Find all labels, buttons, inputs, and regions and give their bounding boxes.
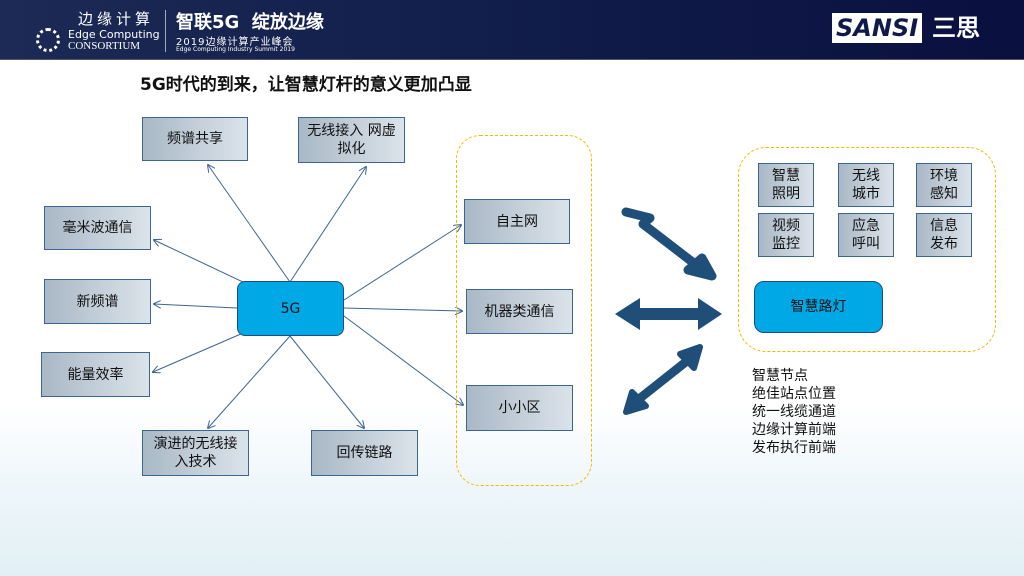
gear-logo-icon	[36, 28, 60, 52]
feature-item: 统一线缆通道	[752, 404, 836, 420]
middle-group	[456, 135, 592, 486]
node-mmwave: 毫米波通信	[44, 206, 151, 250]
node-self-organizing: 自主网	[464, 199, 570, 244]
line-to-selforg	[343, 225, 461, 301]
line-to-virtualization	[289, 167, 366, 283]
node-env-sensing: 环境感知	[916, 163, 972, 207]
node-smart-streetlight: 智慧路灯	[754, 281, 883, 333]
feature-list: 智慧节点 绝佳站点位置 统一线缆通道 边缘计算前端 发布执行前端	[752, 367, 836, 457]
node-new-spectrum: 新频谱	[44, 279, 151, 324]
node-energy-efficiency: 能量效率	[41, 352, 150, 397]
summit-title-en: Edge Computing Industry Summit 2019	[176, 46, 295, 53]
summit-title: 2019边缘计算产业峰会	[176, 37, 294, 48]
page-title: 5G时代的到来，让智慧灯杆的意义更加凸显	[140, 75, 472, 95]
line-to-smallcell	[343, 315, 463, 405]
node-info-publish: 信息发布	[916, 213, 972, 257]
line-to-backhaul	[289, 335, 364, 428]
brand-logo: SANSI	[832, 13, 923, 43]
node-5g: 5G	[237, 281, 344, 336]
double-arrow-middle	[615, 298, 722, 330]
node-network-virtualization: 无线接入 网虚拟化	[298, 117, 405, 163]
slogan: 智联5G 绽放边缘	[176, 12, 324, 33]
divider	[165, 10, 166, 52]
line-to-evolved	[208, 335, 291, 428]
line-to-energy	[153, 329, 251, 372]
feature-item: 绝佳站点位置	[752, 386, 836, 402]
logo-en: Edge Computing	[68, 28, 160, 41]
logo-en2: CONSORTIUM	[68, 40, 141, 52]
node-smart-lighting: 智慧照明	[758, 163, 814, 207]
line-to-mtc	[343, 308, 462, 311]
node-spectrum-sharing: 频谱共享	[142, 117, 248, 161]
node-mtc: 机器类通信	[466, 289, 573, 334]
streetlight-group	[738, 147, 996, 352]
node-wireless-city: 无线城市	[838, 163, 894, 207]
feature-item: 智慧节点	[752, 368, 808, 384]
double-arrow-down	[623, 344, 703, 415]
double-arrow-up	[621, 207, 717, 281]
line-to-new-spectrum	[154, 304, 238, 309]
node-video-monitoring: 视频监控	[758, 213, 814, 257]
brand-logo-cn: 三思	[932, 14, 980, 42]
feature-item: 边缘计算前端	[752, 422, 836, 438]
logo-cn: 边缘计算	[78, 10, 155, 28]
node-evolved-radio: 演进的无线接入技术	[142, 430, 249, 476]
node-small-cell: 小小区	[466, 385, 573, 431]
header-banner: 边缘计算 Edge Computing CONSORTIUM 智联5G 绽放边缘…	[0, 0, 1024, 60]
node-emergency-call: 应急呼叫	[838, 213, 894, 257]
line-to-spectrum	[208, 165, 291, 283]
node-backhaul: 回传链路	[311, 430, 418, 476]
feature-item: 发布执行前端	[752, 440, 836, 456]
